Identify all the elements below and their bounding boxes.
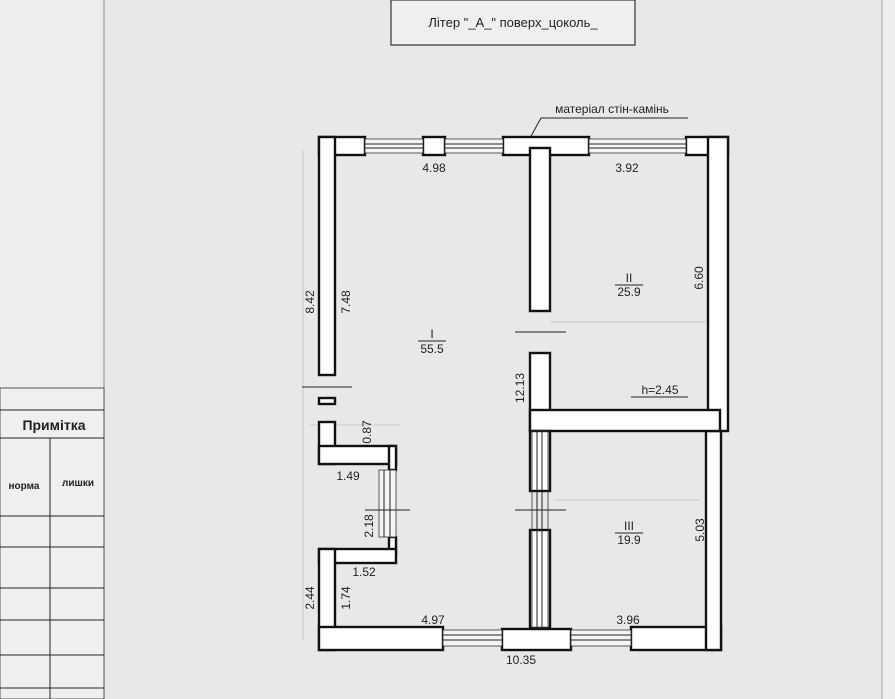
dim-total-width: 10.35: [506, 653, 536, 667]
door-marks: [302, 331, 566, 511]
side-table: Примітка норма лишки: [0, 387, 105, 699]
room-I: I 55.5: [418, 327, 446, 356]
dim-notch-width: 1.49: [336, 469, 360, 483]
window-top-left-1: [364, 138, 424, 154]
dim-lower-outer-height: 2.44: [303, 586, 317, 610]
room-III-area: 19.9: [617, 533, 641, 547]
dim-bottom-left-width: 4.97: [421, 613, 445, 627]
dim-room2-height: 6.60: [692, 266, 706, 290]
right-sheet: [882, 0, 895, 699]
dim-top-left-width: 4.98: [422, 161, 446, 175]
dim-bottom-right-width: 3.96: [616, 613, 640, 627]
wall-material-callout: матеріал стін-камінь: [529, 102, 688, 139]
plan-title: Літер "_А_" поверх_цоколь_: [428, 15, 598, 30]
window-bottom-left: [442, 629, 503, 647]
window-top-left-2: [444, 138, 504, 154]
table-header: Примітка: [22, 417, 85, 433]
dim-middle-partition: 12.13: [513, 373, 527, 403]
dim-notch-height: 0.87: [360, 420, 374, 444]
room-III-number: III: [624, 519, 634, 533]
wall-material-label: матеріал стін-камінь: [555, 102, 669, 116]
room-I-number: I: [430, 327, 433, 341]
window-top-right: [588, 138, 687, 154]
room-II-area: 25.9: [617, 285, 641, 299]
corridor-window: [378, 469, 397, 538]
room-III: III 19.9: [615, 519, 643, 547]
dimension-labels: 4.98 3.92 8.42 7.48 6.60 12.13 0.87 1.49…: [303, 161, 707, 667]
dim-left-outer-height: 8.42: [303, 290, 317, 314]
table-col-norma: норма: [9, 481, 40, 492]
table-col-lyshky: лишки: [62, 478, 94, 489]
windows: [364, 138, 687, 647]
dim-top-right-width: 3.92: [615, 161, 639, 175]
partition-window: [531, 430, 549, 629]
dim-left-inner-height: 7.48: [339, 290, 353, 314]
window-bottom-right: [570, 629, 632, 647]
room-II: II 25.9: [615, 271, 643, 299]
room-II-number: II: [626, 271, 633, 285]
dim-room3-height: 5.03: [693, 518, 707, 542]
ceiling-height-label: h=2.45: [641, 383, 678, 397]
walls: [317, 135, 730, 652]
dim-lower-inner-height: 1.74: [339, 586, 353, 610]
ceiling-height-callout: h=2.45: [631, 383, 688, 398]
dim-corridor-height: 2.18: [362, 514, 376, 538]
dim-lower-step-width: 1.52: [352, 565, 376, 579]
room-I-area: 55.5: [420, 342, 444, 356]
title-box: Літер "_А_" поверх_цоколь_: [390, 0, 636, 46]
